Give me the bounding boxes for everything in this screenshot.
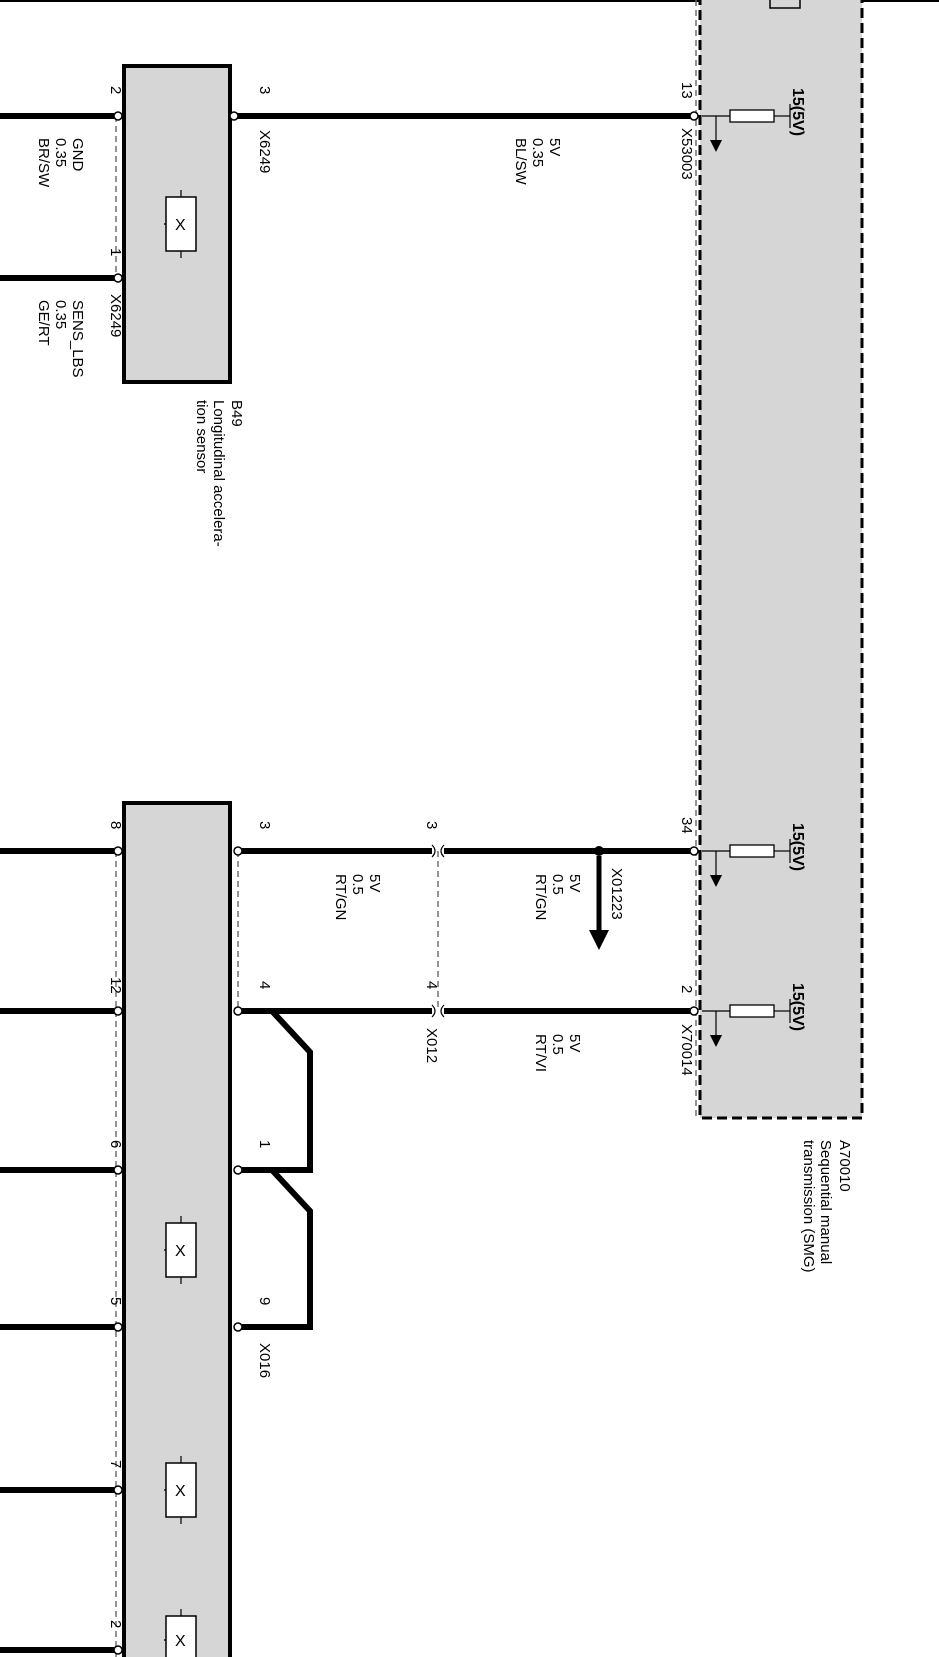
supply-label-13: 15(5V) <box>789 88 806 136</box>
module-right-pin-1: 1 <box>256 1140 273 1148</box>
svg-text:5V: 5V <box>366 874 383 892</box>
supply-label-2: 15(5V) <box>789 983 806 1031</box>
wire-rtvi-label: 5V 0.5 RT/VI <box>532 1034 583 1072</box>
module-right-pin-4: 4 <box>256 981 273 989</box>
sensor-connector-right: X6249 <box>256 130 273 173</box>
svg-text:X: X <box>175 217 186 234</box>
x012-pin-4: 4 <box>423 981 440 989</box>
wire-rtgn-left-label: 5V 0.5 RT/GN <box>332 874 383 920</box>
module-left-pin-12: 12 <box>107 977 124 994</box>
sensor-pin-2: 2 <box>107 86 124 94</box>
sensor-name-line2: tion sensor <box>193 400 210 473</box>
ecu-connector-top: X53003 <box>678 128 695 180</box>
bridge-1-to-9 <box>242 1167 313 1330</box>
bridge-4-to-1 <box>242 1008 313 1173</box>
resistor-icon <box>729 844 775 858</box>
ecu-supply-circuit-13: 15(5V) <box>702 88 806 152</box>
inline-connector-x012 <box>431 844 445 1018</box>
svg-text:GE/RT: GE/RT <box>35 300 52 346</box>
ecu-pin-2: 2 <box>678 985 695 993</box>
ecu-name-line2: transmission (SMG) <box>800 1140 817 1273</box>
ecu-supply-circuit-2: 15(5V) <box>702 983 806 1047</box>
svg-text:RT/GN: RT/GN <box>532 874 549 920</box>
arrow-down-icon <box>589 930 609 950</box>
ecu-module-a70010 <box>698 0 864 1120</box>
module-left-pin-8: 8 <box>107 821 124 829</box>
resistor-icon <box>729 1004 775 1018</box>
module-right-pin-3: 3 <box>256 821 273 829</box>
module-right-pin-9: 9 <box>256 1297 273 1305</box>
splice-label: X01223 <box>608 868 625 920</box>
x012-connector-label: X012 <box>423 1028 440 1063</box>
svg-text:0.35: 0.35 <box>529 138 546 167</box>
module-left-pin-2: 2 <box>107 1620 124 1628</box>
module-left-pin-7: 7 <box>107 1460 124 1468</box>
sensor-pin-3: 3 <box>256 86 273 94</box>
svg-text:5V: 5V <box>546 138 563 156</box>
ecu-pin-13: 13 <box>678 82 695 99</box>
sensor-pin-1: 1 <box>107 248 124 256</box>
sensor-name-line1: Longitudinal accelera- <box>210 400 227 547</box>
resistor-icon <box>729 109 775 123</box>
sensor-connector-left: X6249 <box>107 294 124 337</box>
sensor-element-icon: X <box>164 190 197 258</box>
splice-x01223 <box>589 846 609 950</box>
sensor-id: B49 <box>228 400 245 427</box>
wire-rtgn-right-label: 5V 0.5 RT/GN <box>532 874 583 920</box>
wire-supply-label: 5V 0.35 BL/SW <box>512 138 563 186</box>
svg-text:0.35: 0.35 <box>52 138 69 167</box>
sensor-element-icon: X <box>164 1216 197 1284</box>
wire-gnd-label: GND 0.35 BR/SW <box>35 138 86 188</box>
ecu-pin-34: 34 <box>678 817 695 834</box>
ecu-id: A70010 <box>836 1140 853 1192</box>
ecu-supply-circuit-34: 15(5V) <box>702 823 806 887</box>
svg-text:5V: 5V <box>566 1034 583 1052</box>
ecu-connector-bottom: X70014 <box>678 1024 695 1076</box>
module-left-pin-6: 6 <box>107 1140 124 1148</box>
ecu-internal-box <box>769 0 801 9</box>
svg-text:X: X <box>175 1243 186 1260</box>
svg-text:0.35: 0.35 <box>52 300 69 329</box>
ecu-label: A70010 Sequential manual transmission (S… <box>800 1140 853 1273</box>
svg-text:RT/GN: RT/GN <box>332 874 349 920</box>
svg-text:X: X <box>175 1633 186 1650</box>
x012-pin-3: 3 <box>423 821 440 829</box>
svg-text:GND: GND <box>69 138 86 172</box>
svg-text:BL/SW: BL/SW <box>512 138 529 186</box>
svg-text:0.5: 0.5 <box>549 874 566 895</box>
svg-text:X: X <box>175 1483 186 1500</box>
module-left-pin-5: 5 <box>107 1297 124 1305</box>
sensor-element-icon: X <box>164 1456 197 1524</box>
wire-sens-label: SENS_LBS 0.35 GE/RT <box>35 300 86 378</box>
svg-text:RT/VI: RT/VI <box>532 1034 549 1072</box>
svg-text:5V: 5V <box>566 874 583 892</box>
sensor-element-icon: X <box>164 1609 197 1657</box>
svg-text:SENS_LBS: SENS_LBS <box>69 300 86 378</box>
ecu-name-line1: Sequential manual <box>817 1140 834 1264</box>
svg-text:0.5: 0.5 <box>349 874 366 895</box>
supply-label-34: 15(5V) <box>789 823 806 871</box>
svg-text:0.5: 0.5 <box>549 1034 566 1055</box>
module-connector-x016: X016 <box>256 1343 273 1378</box>
svg-text:BR/SW: BR/SW <box>35 138 52 188</box>
